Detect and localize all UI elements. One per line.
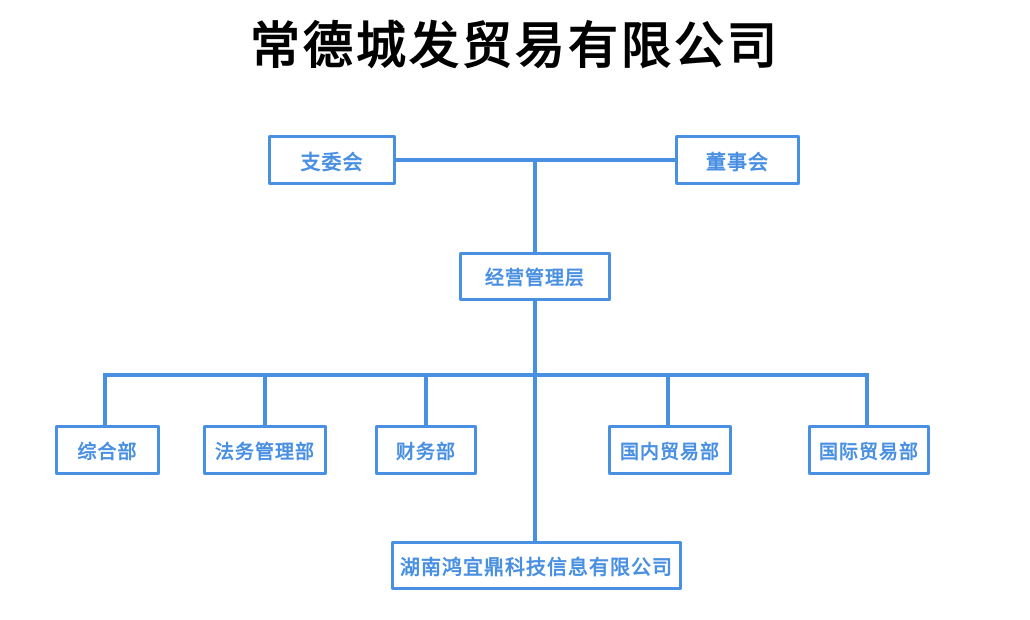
org-node-branch-committee: 支委会 bbox=[268, 135, 396, 185]
org-node-domestic-trade-dept: 国内贸易部 bbox=[608, 425, 732, 475]
org-node-legal-dept: 法务管理部 bbox=[203, 425, 327, 475]
org-node-general-dept: 综合部 bbox=[55, 425, 160, 475]
org-node-management-layer: 经营管理层 bbox=[459, 252, 611, 301]
org-node-international-trade-dept: 国际贸易部 bbox=[808, 425, 930, 475]
org-node-finance-dept: 财务部 bbox=[375, 425, 477, 475]
page-title: 常德城发贸易有限公司 bbox=[250, 18, 780, 74]
org-node-subsidiary-company: 湖南鸿宜鼎科技信息有限公司 bbox=[391, 541, 682, 590]
org-node-board-of-directors: 董事会 bbox=[675, 135, 800, 185]
